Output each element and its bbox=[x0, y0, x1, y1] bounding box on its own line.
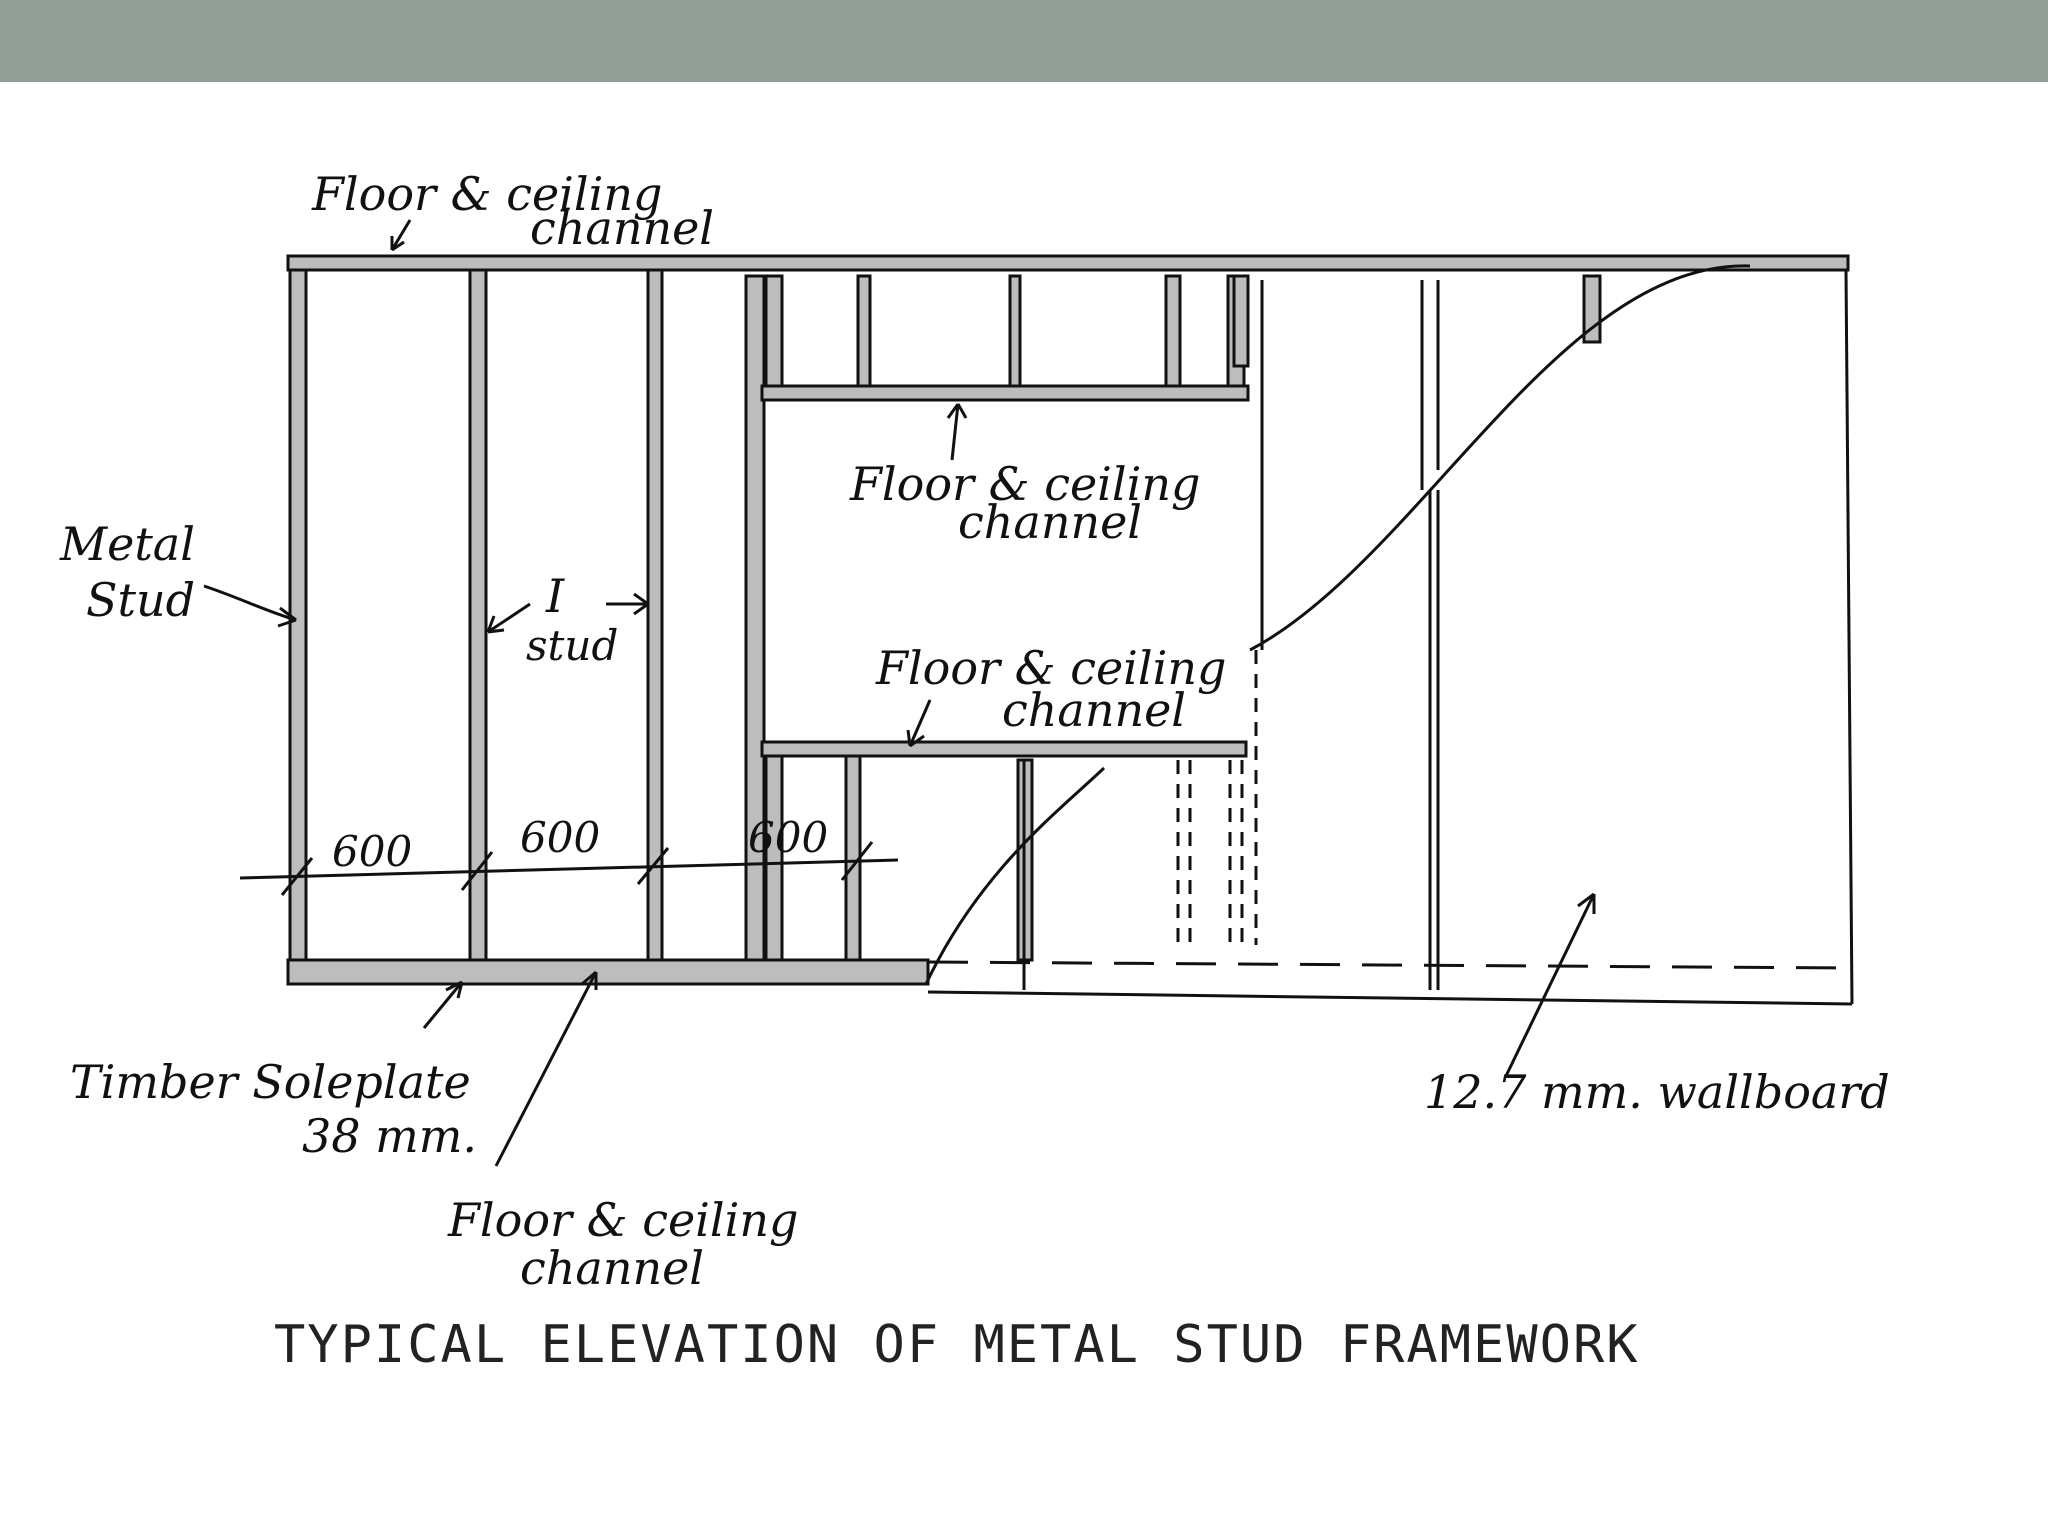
i-stud-2 bbox=[646, 268, 664, 962]
slide-header-bar bbox=[0, 0, 2048, 82]
dashed-studs bbox=[1176, 650, 1258, 945]
jamb-stud-left bbox=[744, 274, 766, 962]
hidden-studs bbox=[1022, 280, 1440, 990]
top-channel-label-2: channel bbox=[530, 201, 714, 255]
head-channel-label-1: Floor & ceiling bbox=[849, 457, 1200, 511]
bottom-channel bbox=[286, 958, 930, 986]
cripple-stud-2 bbox=[1008, 274, 1022, 388]
head-channel bbox=[760, 384, 1250, 402]
top-channel-label-1: Floor & ceiling bbox=[311, 167, 662, 221]
i-stud-1 bbox=[468, 268, 488, 962]
leader-arrows bbox=[203, 219, 1596, 1167]
wallboard-label: 12.7 mm. wallboard bbox=[1424, 1065, 1890, 1119]
cripple-stud-3 bbox=[1164, 274, 1182, 388]
framework-members bbox=[286, 254, 1850, 986]
cripple-stud-1 bbox=[856, 274, 872, 388]
spacing-label-3: 600 bbox=[748, 813, 828, 862]
sill-channel-label-1: Floor & ceiling bbox=[875, 641, 1226, 695]
annotations: Floor & ceiling channel Metal Stud I stu… bbox=[59, 167, 1890, 1295]
bottom-channel-label-2: channel bbox=[520, 1241, 704, 1295]
metal-stud-1 bbox=[288, 268, 308, 962]
dimension-line bbox=[239, 841, 899, 896]
wallboard-panel bbox=[924, 264, 1854, 1006]
soleplate-label-1: Timber Soleplate bbox=[70, 1055, 471, 1109]
diagram-title: TYPICAL ELEVATION OF METAL STUD FRAMEWOR… bbox=[274, 1315, 1640, 1375]
metal-stud-label-2: Stud bbox=[86, 573, 195, 627]
sill-channel-label-2: channel bbox=[1002, 683, 1186, 737]
spacing-label-2: 600 bbox=[520, 813, 600, 862]
head-channel-label-2: channel bbox=[958, 495, 1142, 549]
jamb-stud-left-inner bbox=[764, 274, 784, 388]
stud-right-1 bbox=[1232, 274, 1250, 368]
top-channel bbox=[286, 254, 1850, 272]
metal-stud-label-1: Metal bbox=[59, 517, 195, 571]
i-stud-label-1: I bbox=[545, 569, 565, 623]
spacing-label-1: 600 bbox=[332, 827, 412, 876]
bottom-channel-label-1: Floor & ceiling bbox=[447, 1193, 798, 1247]
sill-channel bbox=[760, 740, 1248, 758]
soleplate-label-2: 38 mm. bbox=[302, 1109, 477, 1163]
i-stud-label-2: stud bbox=[526, 621, 618, 670]
